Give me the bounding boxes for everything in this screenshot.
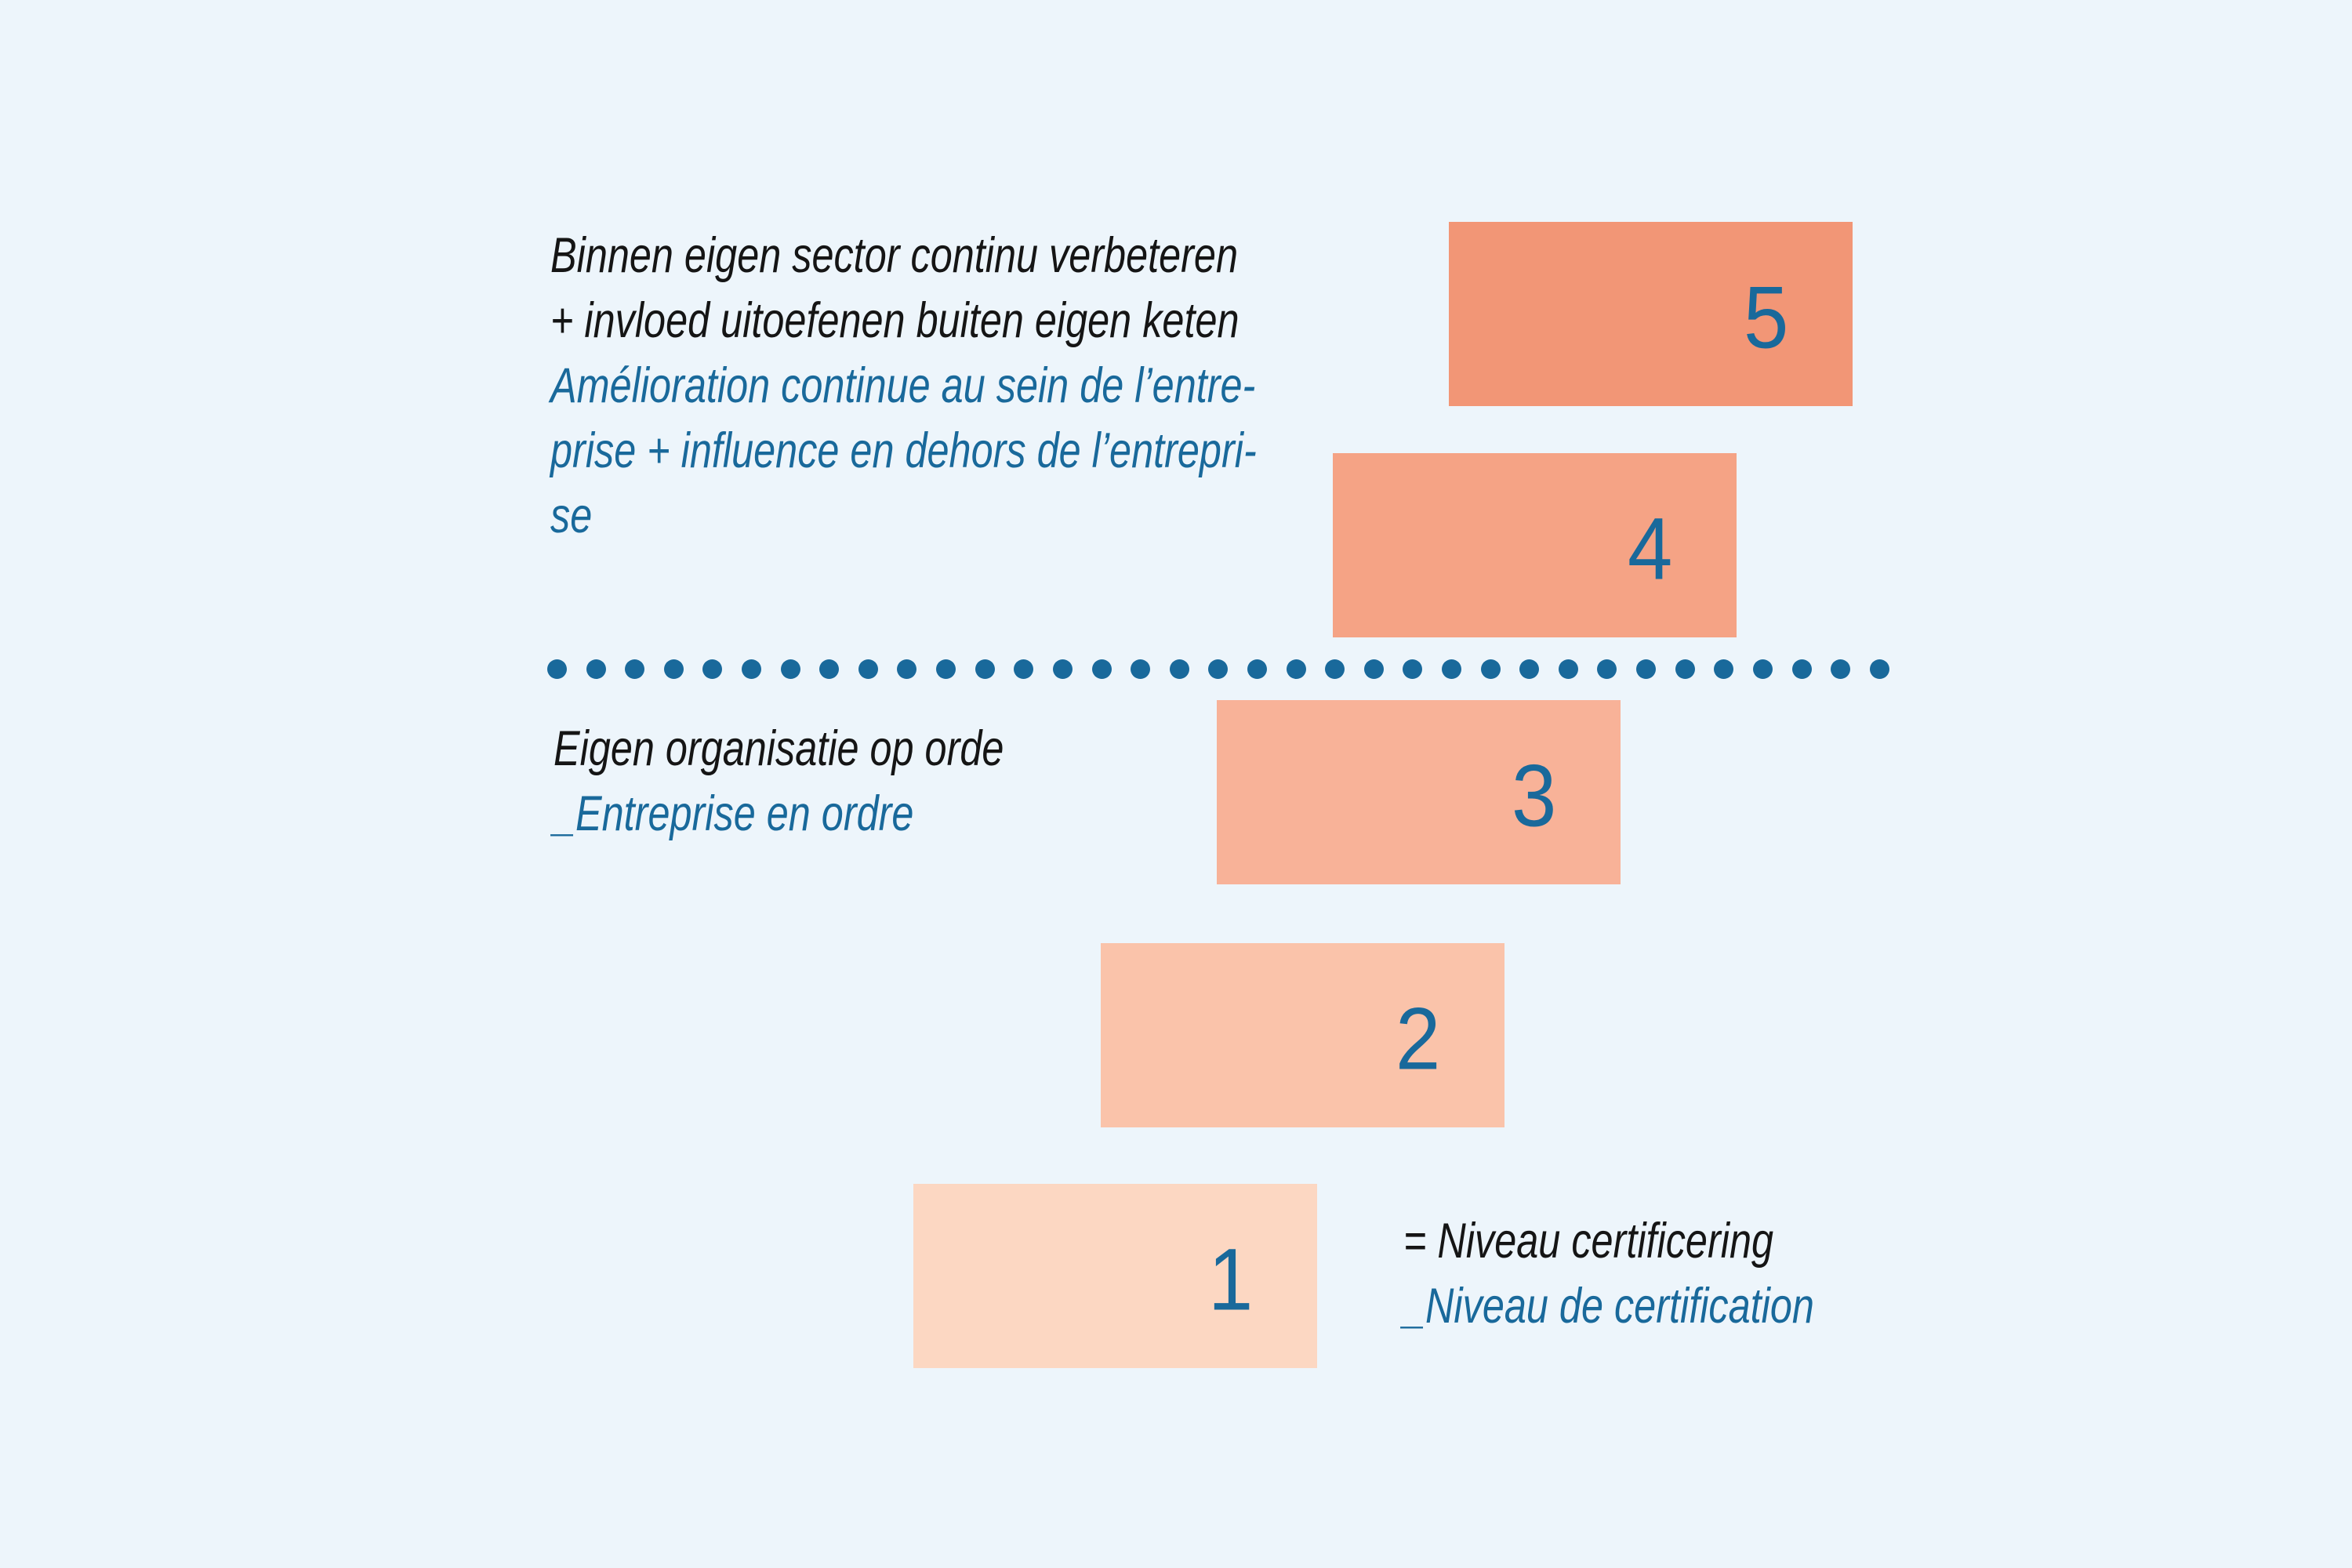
middle-caption: Eigen organisatie op orde _Entreprise en… <box>554 717 1004 847</box>
divider-dot <box>586 659 606 679</box>
step-2-number: 2 <box>1395 989 1440 1087</box>
step-4-number: 4 <box>1627 499 1672 597</box>
divider-dot <box>1169 659 1189 679</box>
ladder-step-3: 3 <box>1217 700 1621 884</box>
divider-dot <box>1714 659 1734 679</box>
divider-dot <box>897 659 917 679</box>
divider-dot <box>1675 659 1695 679</box>
top-caption-fr-line3: se <box>550 488 593 543</box>
middle-caption-nl: Eigen organisatie op orde <box>554 721 1004 776</box>
divider-dot <box>975 659 995 679</box>
legend: = Niveau certificering _Niveau de certif… <box>1403 1209 1814 1339</box>
divider-dot <box>1091 659 1112 679</box>
ladder-step-1: 1 <box>913 1184 1317 1368</box>
divider-dot <box>1636 659 1657 679</box>
divider-dot <box>1208 659 1229 679</box>
divider-dot <box>1363 659 1384 679</box>
divider-dot <box>819 659 840 679</box>
divider-dot <box>625 659 645 679</box>
divider-dot <box>1403 659 1423 679</box>
divider-dot <box>1869 659 1889 679</box>
divider-dot <box>742 659 762 679</box>
divider-dot <box>702 659 723 679</box>
divider-dot <box>1247 659 1267 679</box>
top-caption-fr-line1: Amélioration continue au sein de l’entre… <box>550 358 1256 413</box>
divider-dot <box>1831 659 1851 679</box>
ladder-step-5: 5 <box>1449 222 1853 406</box>
divider-dot <box>1014 659 1034 679</box>
divider-dot <box>1519 659 1540 679</box>
divider-dot <box>858 659 878 679</box>
divider-dot <box>663 659 684 679</box>
divider-dot <box>1791 659 1812 679</box>
ladder-step-2: 2 <box>1101 943 1504 1127</box>
divider-dot <box>1325 659 1345 679</box>
divider-dot <box>1442 659 1462 679</box>
top-caption-nl-line2: + invloed uitoefenen buiten eigen keten <box>550 293 1240 348</box>
divider-dot <box>1480 659 1501 679</box>
step-3-number: 3 <box>1511 746 1556 844</box>
divider-dot <box>1286 659 1306 679</box>
divider-dot <box>1752 659 1773 679</box>
divider-dotted-line <box>547 659 1889 679</box>
divider-dot <box>547 659 567 679</box>
top-caption-fr-line2: prise + influence en dehors de l’entrepr… <box>550 423 1257 478</box>
divider-dot <box>936 659 956 679</box>
divider-dot <box>1558 659 1578 679</box>
divider-dot <box>1597 659 1617 679</box>
step-5-number: 5 <box>1743 267 1788 366</box>
top-caption-nl-line1: Binnen eigen sector continu verbeteren <box>550 228 1238 283</box>
top-caption: Binnen eigen sector continu verbeteren +… <box>550 223 1257 549</box>
legend-nl: = Niveau certificering <box>1403 1214 1774 1269</box>
divider-dot <box>1052 659 1073 679</box>
divider-dot <box>1131 659 1151 679</box>
ladder-step-4: 4 <box>1333 453 1737 637</box>
middle-caption-fr: _Entreprise en ordre <box>554 786 914 841</box>
legend-fr: _Niveau de certification <box>1403 1279 1814 1334</box>
divider-dot <box>780 659 800 679</box>
step-1-number: 1 <box>1207 1229 1253 1328</box>
